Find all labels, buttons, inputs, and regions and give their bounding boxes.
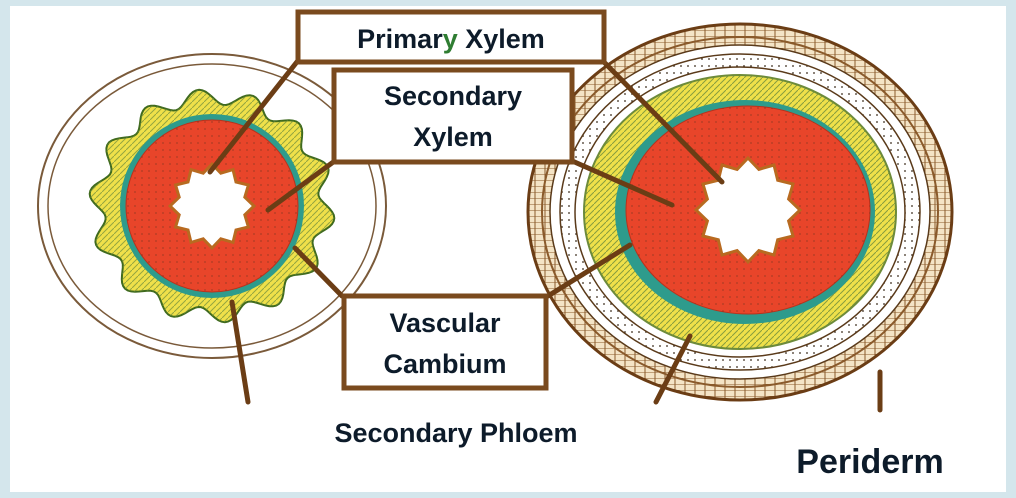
primary-xylem-y-letter: y [443,24,458,54]
vascular-cambium-line1: Vascular [389,308,501,338]
vascular-cambium-line2: Cambium [383,349,506,379]
svg-text:Primary Xylem: Primary Xylem [357,24,545,54]
periderm-label: Periderm [796,443,943,481]
secondary-xylem-line1: Secondary [384,81,522,111]
primary-xylem-word1: Primar [357,24,443,54]
secondary-xylem-line2: Xylem [413,122,493,152]
secondary-phloem-label: Secondary Phloem [334,418,577,448]
label-primary-xylem: Primary Xylem [298,12,604,62]
label-vascular-cambium: Vascular Cambium [344,296,546,388]
leader-secondary-phloem-left [232,302,248,402]
mature-stem-cross-section [528,24,952,400]
primary-xylem-word2: Xylem [465,24,545,54]
label-secondary-xylem: Secondary Xylem [334,70,572,162]
